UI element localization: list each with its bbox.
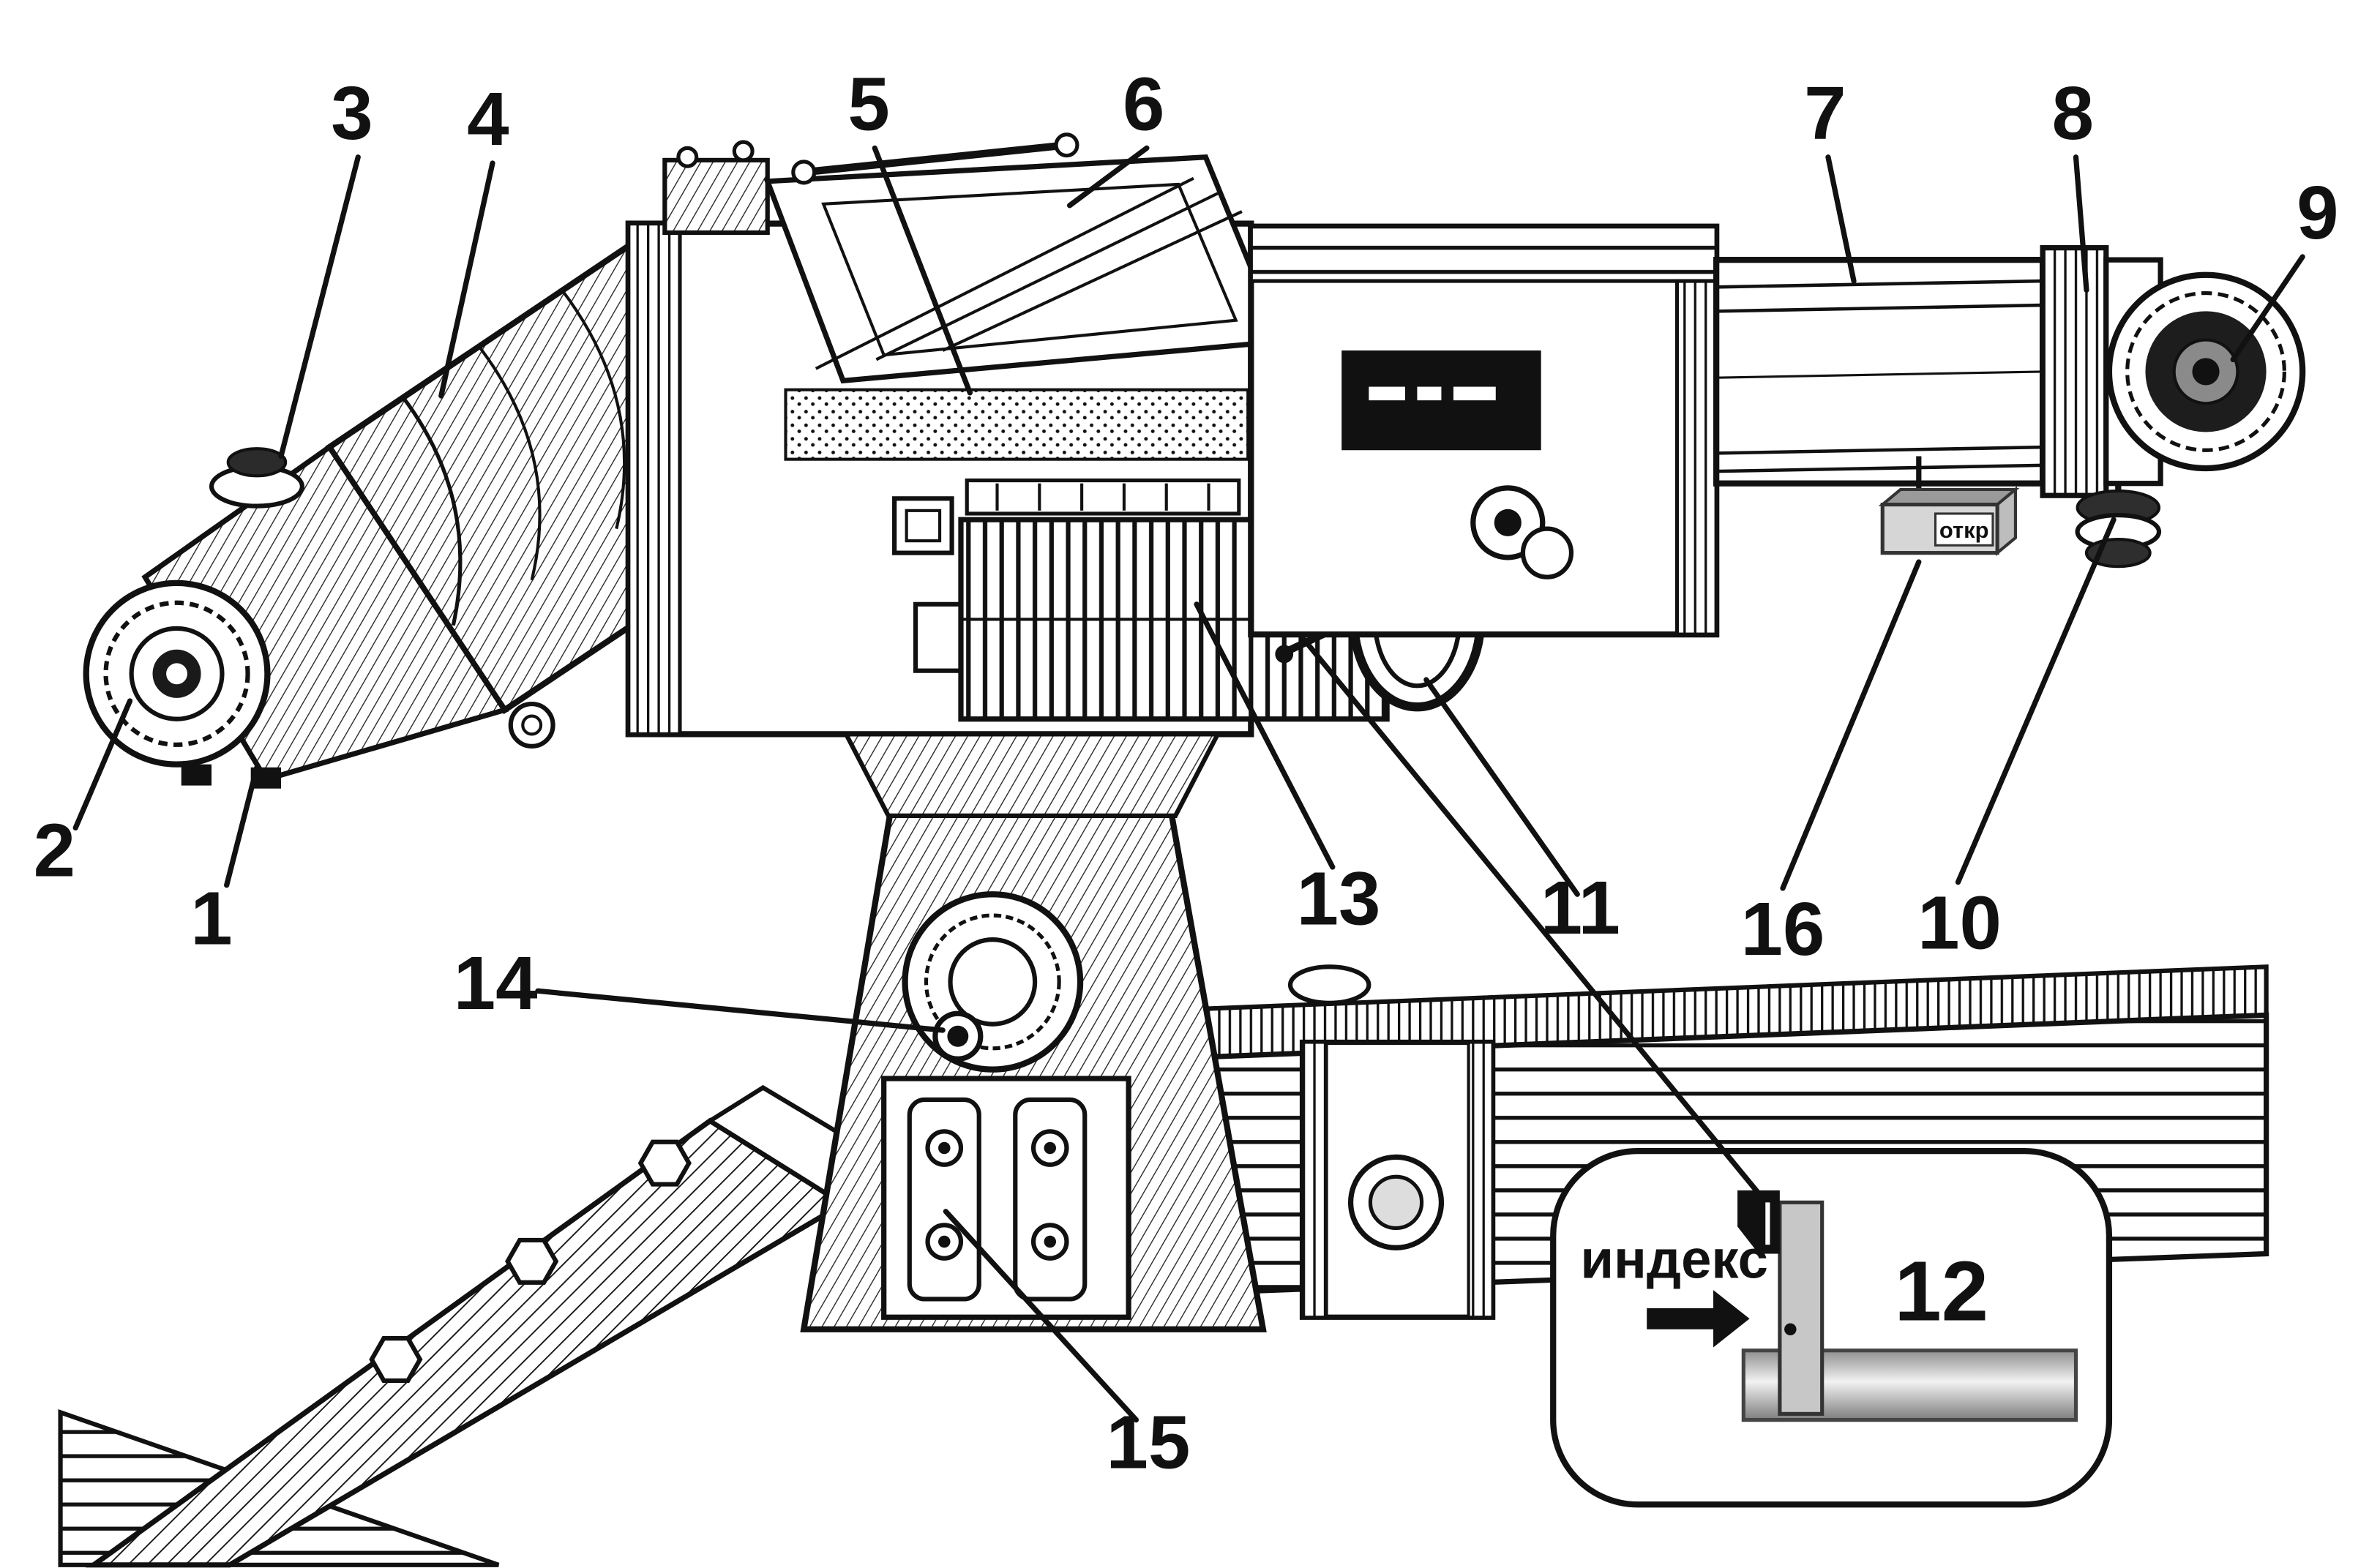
latch-foot (181, 764, 212, 786)
callout-16: 16 (1741, 887, 1825, 971)
index-arrow-icon (1647, 1290, 1750, 1348)
callout-1: 1 (190, 876, 232, 960)
upper-right-housing (1248, 223, 1720, 638)
leader-15 (943, 1209, 1139, 1423)
leader-5 (872, 145, 973, 396)
callout-4: 4 (467, 77, 509, 161)
inset-detail: индекс 12 (1550, 1148, 2113, 1508)
callout-6: 6 (1123, 62, 1164, 146)
callout-3: 3 (331, 71, 373, 155)
hex-bolt (505, 1237, 559, 1285)
callout-8: 8 (2052, 71, 2094, 155)
callout-13: 13 (1297, 856, 1381, 940)
callout-5: 5 (847, 62, 889, 146)
clamp-bolt (1287, 964, 1371, 1005)
leader-7 (1825, 154, 1857, 284)
leader-14 (535, 988, 946, 1033)
leader-8 (2073, 154, 2089, 293)
leader-12 (1299, 634, 1762, 1196)
hex-bolt (369, 1336, 423, 1384)
leader-16 (1780, 559, 1922, 891)
focus-ring (2040, 245, 2109, 498)
side-knob (892, 496, 954, 555)
callout-11: 11 (1541, 866, 1620, 950)
callout-9: 9 (2297, 170, 2338, 255)
objective-lens (2106, 271, 2306, 472)
index-mark (1784, 1323, 1797, 1336)
callout-7: 7 (1804, 71, 1846, 155)
leader-4 (438, 160, 495, 399)
callout-2: 2 (34, 808, 75, 892)
leader-9 (2230, 254, 2305, 363)
leader-1 (224, 765, 260, 888)
leader-6 (1066, 145, 1150, 209)
hinge-bolt (508, 701, 555, 749)
shutter-tag-label: откр (1939, 517, 1989, 543)
prism-housing (763, 154, 1285, 384)
top-bracket (662, 157, 770, 236)
leader-11 (1423, 677, 1580, 897)
callout-12: 12 (1894, 1244, 1988, 1338)
callout-14: 14 (454, 941, 538, 1025)
leader-2 (72, 698, 133, 830)
hex-bolt (637, 1139, 692, 1187)
leader-3 (278, 154, 361, 459)
callout-numbers: 1 2 3 4 5 6 7 8 9 10 11 13 14 15 16 (34, 62, 2339, 1485)
index-pointer-label: индекс (1580, 1229, 1768, 1290)
leader-lines (72, 145, 2305, 1423)
callout-10: 10 (1917, 881, 2002, 965)
shaft (1741, 1348, 2078, 1422)
leader-13 (1194, 601, 1336, 870)
scale-bar (965, 478, 1241, 516)
left-rail-assembly (58, 1084, 899, 1568)
eyepiece-assembly (83, 443, 509, 789)
telescope-tube (1713, 245, 2306, 569)
inset-bubble (1550, 1148, 2113, 1508)
lower-knob (2075, 483, 2162, 569)
callout-15: 15 (1107, 1400, 1191, 1485)
index-plate (1778, 1200, 1825, 1416)
carry-handle (791, 132, 1079, 185)
stipple-band (784, 388, 1250, 461)
leader-10 (1955, 517, 2117, 885)
shutter-tag: откр (1878, 456, 2020, 557)
pedestal-mount (800, 731, 1267, 1332)
